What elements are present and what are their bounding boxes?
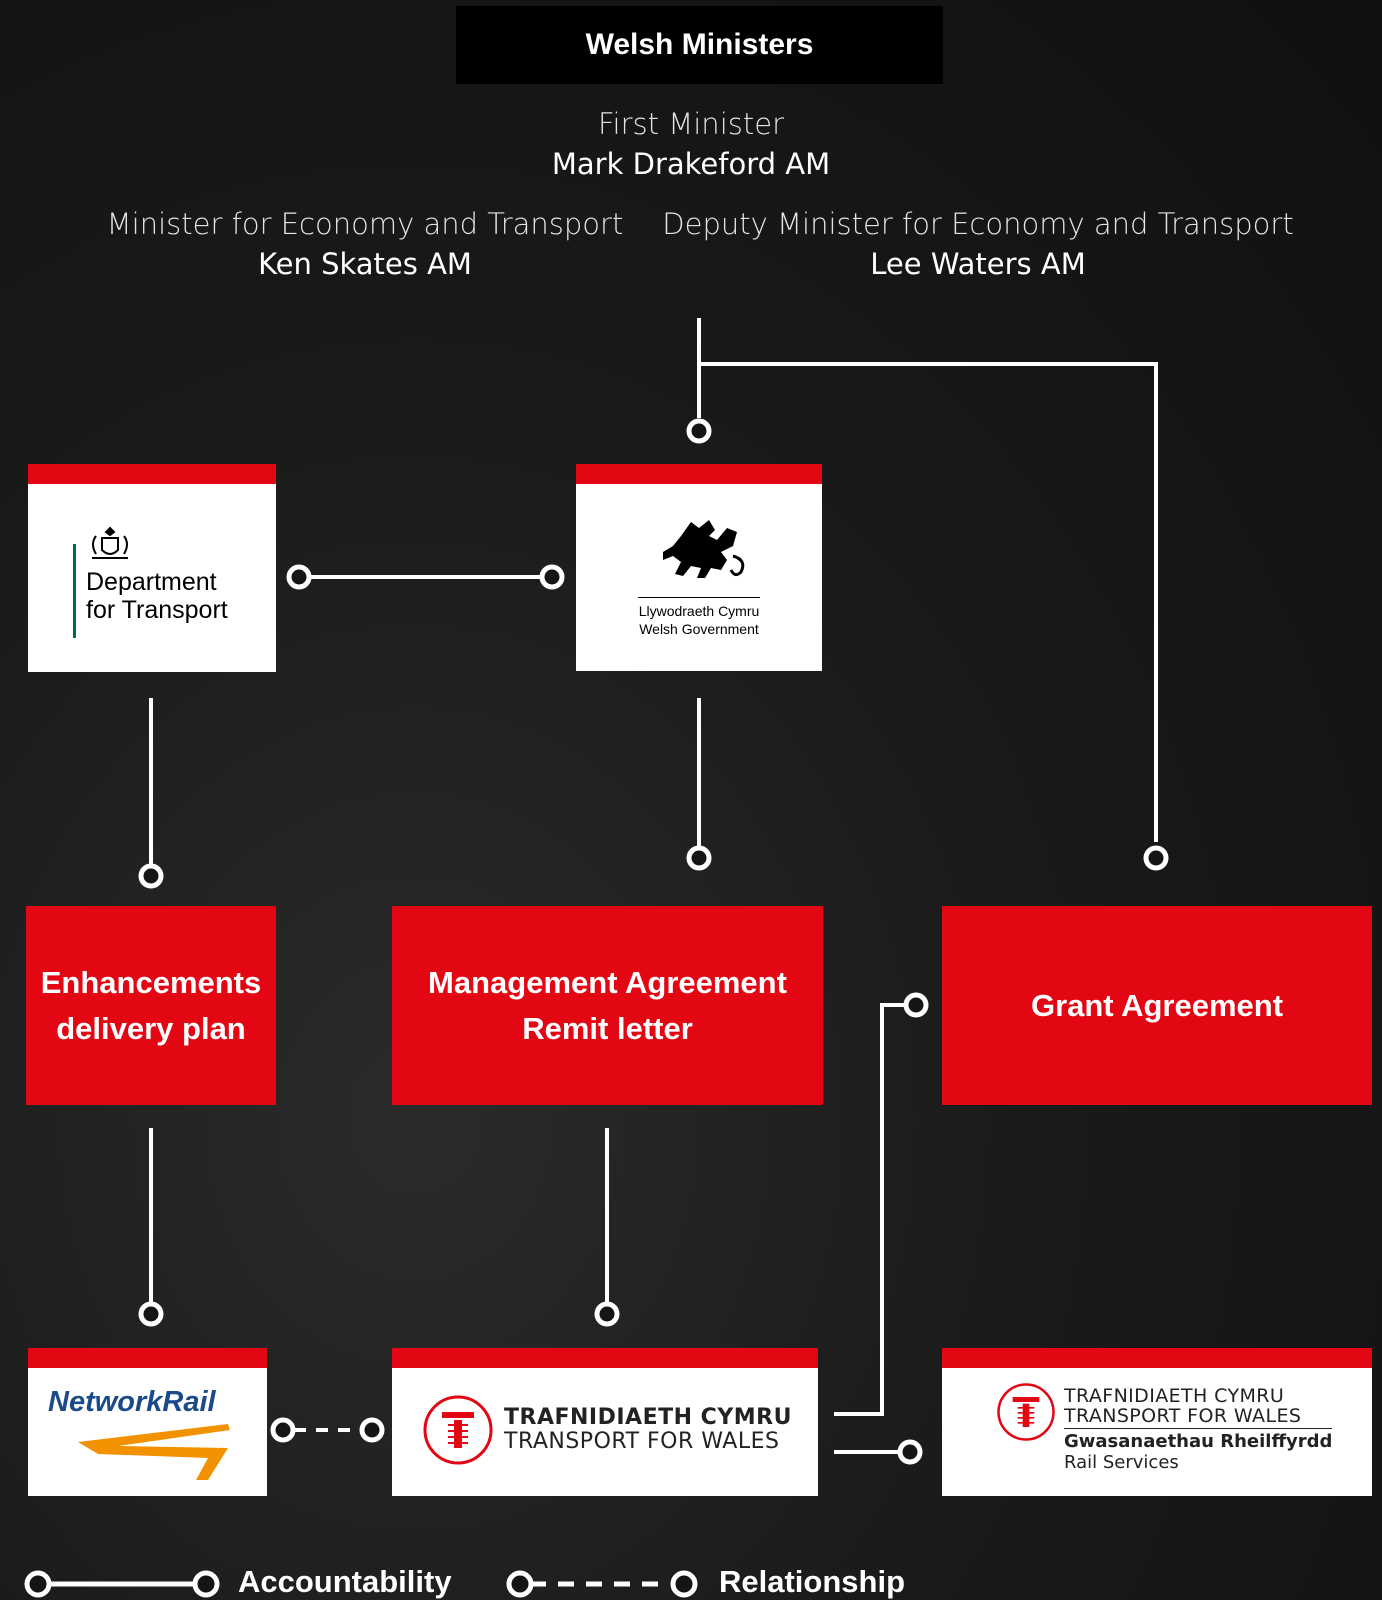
dft-line2: for Transport (86, 596, 228, 624)
tfw-rail-wordmark: TRAFNIDIAETH CYMRU TRANSPORT FOR WALES G… (1064, 1385, 1333, 1473)
wg-divider (638, 597, 760, 598)
end-node (359, 1417, 385, 1443)
welsh-government-card: Llywodraeth Cymru Welsh Government (576, 464, 822, 671)
ministers-to-grant-line (699, 362, 1158, 842)
management-line2: Remit letter (522, 1010, 693, 1046)
end-node (24, 1570, 52, 1598)
legend-accountability-label: Accountability (238, 1564, 452, 1599)
tfw-to-grant-line (834, 1003, 905, 1416)
network-rail-wordmark: NetworkRail (48, 1386, 216, 1418)
tfw-roundel-icon (422, 1394, 494, 1470)
management-agreement-box: Management Agreement Remit letter (392, 906, 823, 1105)
tfw-rail-line3: Gwasanaethau Rheilffyrdd (1064, 1431, 1333, 1452)
tfw-roundel-icon (996, 1382, 1056, 1446)
end-node (506, 1570, 534, 1598)
welsh-dragon-icon (651, 516, 751, 598)
deputy-minister-role: Deputy Minister for Economy and Transpor… (658, 204, 1298, 284)
management-line1: Management Agreement (428, 964, 787, 1000)
end-node (286, 564, 312, 590)
grant-label: Grant Agreement (1030, 987, 1284, 1023)
network-rail-card: NetworkRail (28, 1348, 267, 1496)
economy-minister-role: Minister for Economy and Transport Ken S… (85, 204, 645, 284)
end-node (1143, 845, 1169, 871)
end-node (903, 992, 929, 1018)
deputy-minister-name: Lee Waters AM (870, 247, 1086, 281)
economy-minister-name: Ken Skates AM (258, 247, 472, 281)
tfw-rail-services-card: TRAFNIDIAETH CYMRU TRANSPORT FOR WALES G… (942, 1348, 1372, 1496)
end-node (270, 1417, 296, 1443)
end-node (897, 1439, 923, 1465)
enhancements-line1: Enhancements (40, 964, 262, 1000)
enhancements-line2: delivery plan (56, 1010, 246, 1046)
tfw-line1: TRAFNIDIAETH CYMRU (504, 1405, 792, 1430)
tfw-rail-line1: TRAFNIDIAETH CYMRU (1064, 1385, 1285, 1407)
end-node (686, 418, 712, 444)
dft-wordmark: Department for Transport (86, 568, 228, 624)
royal-coat-of-arms-icon (86, 524, 134, 568)
end-node (138, 863, 164, 889)
tfw-card: TRAFNIDIAETH CYMRU TRANSPORT FOR WALES (392, 1348, 818, 1496)
tfw-rail-line2: TRANSPORT FOR WALES (1064, 1406, 1333, 1429)
tfw-rail-line4: Rail Services (1064, 1452, 1179, 1473)
enhancements-delivery-plan-box: Enhancements delivery plan (26, 906, 276, 1105)
dft-green-bar (73, 544, 76, 638)
dft-line1: Department (86, 568, 217, 596)
network-rail-chevron-icon (78, 1424, 238, 1488)
economy-minister-title: Minister for Economy and Transport (106, 207, 624, 241)
first-minister-role: First Minister Mark Drakeford AM (441, 104, 941, 184)
end-node (594, 1301, 620, 1327)
wg-line1: Llywodraeth Cymru (638, 603, 760, 619)
tfw-wordmark: TRAFNIDIAETH CYMRU TRANSPORT FOR WALES (504, 1406, 792, 1454)
welsh-ministers-header: Welsh Ministers (456, 6, 943, 84)
wg-wordmark: Llywodraeth Cymru Welsh Government (606, 602, 792, 638)
end-node (670, 1570, 698, 1598)
end-node (686, 845, 712, 871)
legend-relationship-label: Relationship (719, 1564, 906, 1599)
first-minister-title: First Minister (597, 107, 784, 141)
end-node (539, 564, 565, 590)
dft-card: Department for Transport (28, 464, 276, 672)
tfw-line2: TRANSPORT FOR WALES (504, 1429, 780, 1454)
deputy-minister-title: Deputy Minister for Economy and Transpor… (662, 207, 1294, 241)
wg-line2: Welsh Government (639, 621, 759, 637)
grant-agreement-box: Grant Agreement (942, 906, 1372, 1105)
end-node (138, 1301, 164, 1327)
first-minister-name: Mark Drakeford AM (551, 147, 831, 181)
end-node (192, 1570, 220, 1598)
header-title: Welsh Ministers (585, 28, 814, 61)
